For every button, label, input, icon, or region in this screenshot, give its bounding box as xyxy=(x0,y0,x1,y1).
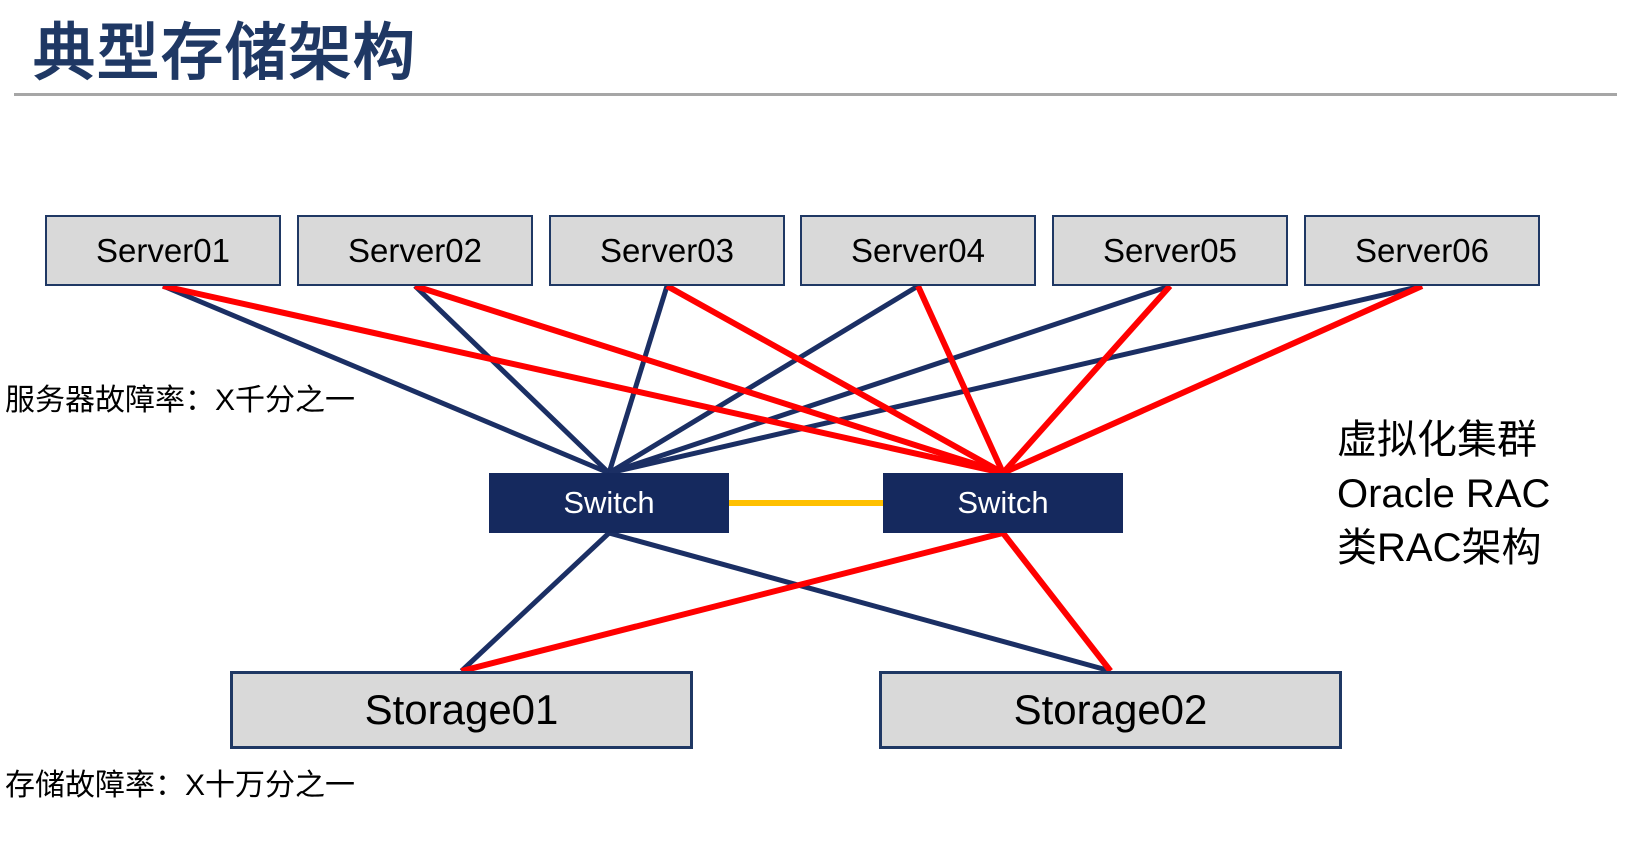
edge-server-2-to-switch-a xyxy=(413,284,611,475)
edge-server-1-to-switch-b xyxy=(162,283,1004,476)
cluster-note-line-1: 虚拟化集群 xyxy=(1337,418,1537,462)
cluster-note-line-3: 类RAC架构 xyxy=(1337,526,1542,570)
node-server-5: Server05 xyxy=(1052,215,1288,286)
node-server-1: Server01 xyxy=(45,215,281,286)
edge-server-3-to-switch-a xyxy=(606,285,670,474)
node-server-3: Server03 xyxy=(549,215,785,286)
node-server-2: Server02 xyxy=(297,215,533,286)
server-failure-rate-note: 服务器故障率：X千分之一 xyxy=(5,384,356,417)
edge-server-4-to-switch-a xyxy=(607,283,920,476)
edge-server-5-to-switch-a xyxy=(608,283,1171,476)
node-storage-2: Storage02 xyxy=(879,671,1342,749)
page-title: 典型存储架构 xyxy=(33,19,418,88)
edge-switch-b-to-storage-2 xyxy=(1000,531,1113,673)
node-storage-1: Storage01 xyxy=(230,671,693,749)
edge-server-5-to-switch-b xyxy=(1000,284,1173,475)
node-switch-b: Switch xyxy=(883,473,1123,533)
edge-server-1-to-switch-a xyxy=(162,283,610,476)
edge-server-6-to-switch-a xyxy=(608,283,1423,476)
edge-switch-a-to-storage-2 xyxy=(608,530,1112,674)
edge-server-6-to-switch-b xyxy=(1001,283,1424,476)
cluster-note: 虚拟化集群 Oracle RAC 类RAC架构 xyxy=(1337,413,1550,575)
cluster-note-line-2: Oracle RAC xyxy=(1337,472,1551,516)
edge-server-4-to-switch-b xyxy=(915,284,1006,475)
node-server-6: Server06 xyxy=(1304,215,1540,286)
storage-failure-rate-note: 存储故障率：X十万分之一 xyxy=(5,769,356,802)
edge-switch-a-to-storage-1 xyxy=(459,531,611,673)
node-switch-a: Switch xyxy=(489,473,729,533)
edge-switch-b-to-storage-1 xyxy=(460,530,1004,674)
edge-server-3-to-switch-b xyxy=(665,283,1005,476)
title-divider xyxy=(14,93,1617,96)
node-server-4: Server04 xyxy=(800,215,1036,286)
edge-server-2-to-switch-b xyxy=(414,283,1004,476)
